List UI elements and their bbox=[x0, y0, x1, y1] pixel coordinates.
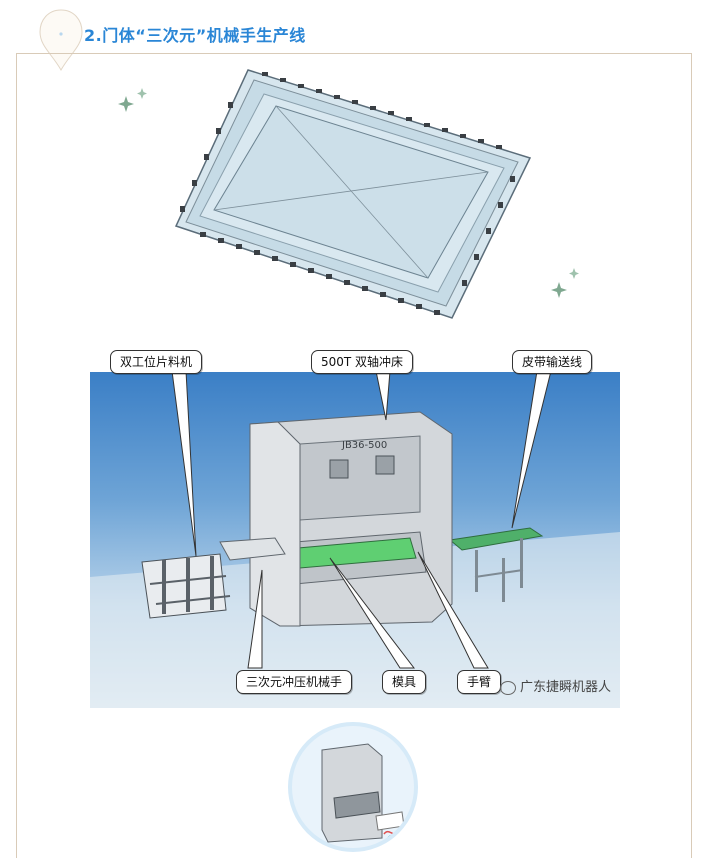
label-feeder: 双工位片料机 bbox=[110, 350, 203, 374]
watermark: 广东捷瞬机器人 bbox=[500, 676, 611, 695]
round-thumbnail bbox=[288, 722, 418, 852]
label-arm: 手臂 bbox=[457, 670, 502, 694]
press-thumbnail-drawing bbox=[321, 743, 407, 843]
sparkle-icon bbox=[551, 268, 579, 298]
press-plate-text: JB36-500 bbox=[341, 440, 387, 451]
wechat-icon bbox=[500, 680, 516, 695]
sparkle-icon bbox=[118, 88, 147, 112]
section-title: 2.门体“三次元”机械手生产线 bbox=[84, 26, 306, 45]
heading-ornament-icon bbox=[39, 9, 83, 72]
label-press: 500T 双轴冲床 bbox=[311, 350, 414, 374]
content-card bbox=[16, 53, 692, 858]
conveyor-belt bbox=[448, 527, 544, 602]
feeder-station bbox=[141, 537, 286, 619]
door-panel-drawing bbox=[174, 69, 532, 319]
section-heading: 2.门体“三次元”机械手生产线 bbox=[0, 0, 705, 72]
label-conveyor: 皮带输送线 bbox=[512, 350, 593, 374]
label-die: 模具 bbox=[382, 670, 427, 694]
label-robot: 三次元冲压机械手 bbox=[236, 670, 353, 694]
watermark-text: 广东捷瞬机器人 bbox=[520, 680, 612, 695]
production-line-drawing: JB36-500 bbox=[90, 411, 620, 708]
